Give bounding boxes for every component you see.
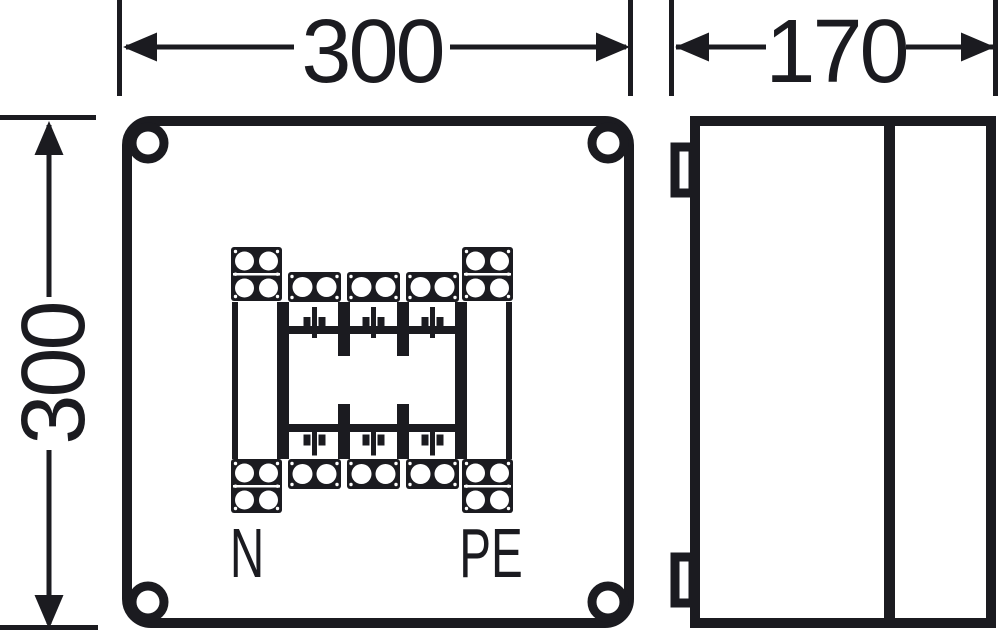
terminal-block-phase2-top <box>347 272 400 302</box>
arrowhead-left-icon <box>675 32 709 62</box>
arrowhead-left-icon <box>123 32 157 62</box>
terminal-block-phase2-bottom <box>347 459 400 489</box>
extension-line-top <box>0 115 96 120</box>
terminal-block-neutral-bottom <box>231 459 282 513</box>
front-width-value: 300 <box>301 2 442 102</box>
front-enclosure-outline <box>122 116 634 628</box>
neutral-terminal-label: N <box>230 514 264 592</box>
terminal-block-phase3-bottom <box>406 459 459 489</box>
dimension-side-depth: 170 <box>669 0 998 102</box>
arrowhead-down-icon <box>34 595 64 629</box>
dimension-line-segment <box>126 44 294 50</box>
terminal-block-phase3-top <box>406 272 459 302</box>
corner-screw-bottom-left-icon <box>127 581 169 623</box>
terminal-block-neutral-top <box>231 247 282 301</box>
earth-terminal-label: PE <box>459 514 522 592</box>
corner-screw-bottom-right-icon <box>587 581 629 623</box>
extension-line-left <box>669 0 674 96</box>
dimension-line-segment <box>46 450 52 624</box>
arrowhead-up-icon <box>34 121 64 155</box>
side-view <box>670 116 996 628</box>
terminal-block-phase1-top <box>288 272 341 302</box>
terminal-block-earth-top <box>462 247 513 301</box>
corner-screw-top-right-icon <box>587 122 629 164</box>
dimension-front-width: 300 <box>117 0 633 102</box>
dimension-line-segment <box>450 44 626 50</box>
terminal-block-phase1-bottom <box>288 459 341 489</box>
side-enclosure-outline <box>690 116 996 628</box>
rail-left-outer <box>232 302 238 459</box>
front-height-value: 300 <box>4 303 104 444</box>
dimension-line-segment <box>46 125 52 297</box>
dimension-line-segment <box>676 44 766 50</box>
extension-line-right <box>628 0 633 96</box>
arrowhead-right-icon <box>596 32 630 62</box>
dimension-front-height: 300 <box>0 115 104 630</box>
lid-joint-line <box>884 116 895 628</box>
terminal-block-earth-bottom <box>462 459 513 513</box>
front-view: N PE <box>122 116 634 628</box>
rail-left-inner <box>277 302 289 459</box>
terminal-assembly <box>231 247 513 513</box>
side-depth-value: 170 <box>765 2 906 102</box>
corner-screw-top-left-icon <box>127 122 169 164</box>
arrowhead-right-icon <box>961 32 995 62</box>
extension-line-right <box>993 0 998 96</box>
rail-right-inner <box>455 302 467 459</box>
rail-right-outer <box>506 302 512 459</box>
dimension-line-segment <box>906 44 993 50</box>
extension-line-left <box>117 0 122 96</box>
